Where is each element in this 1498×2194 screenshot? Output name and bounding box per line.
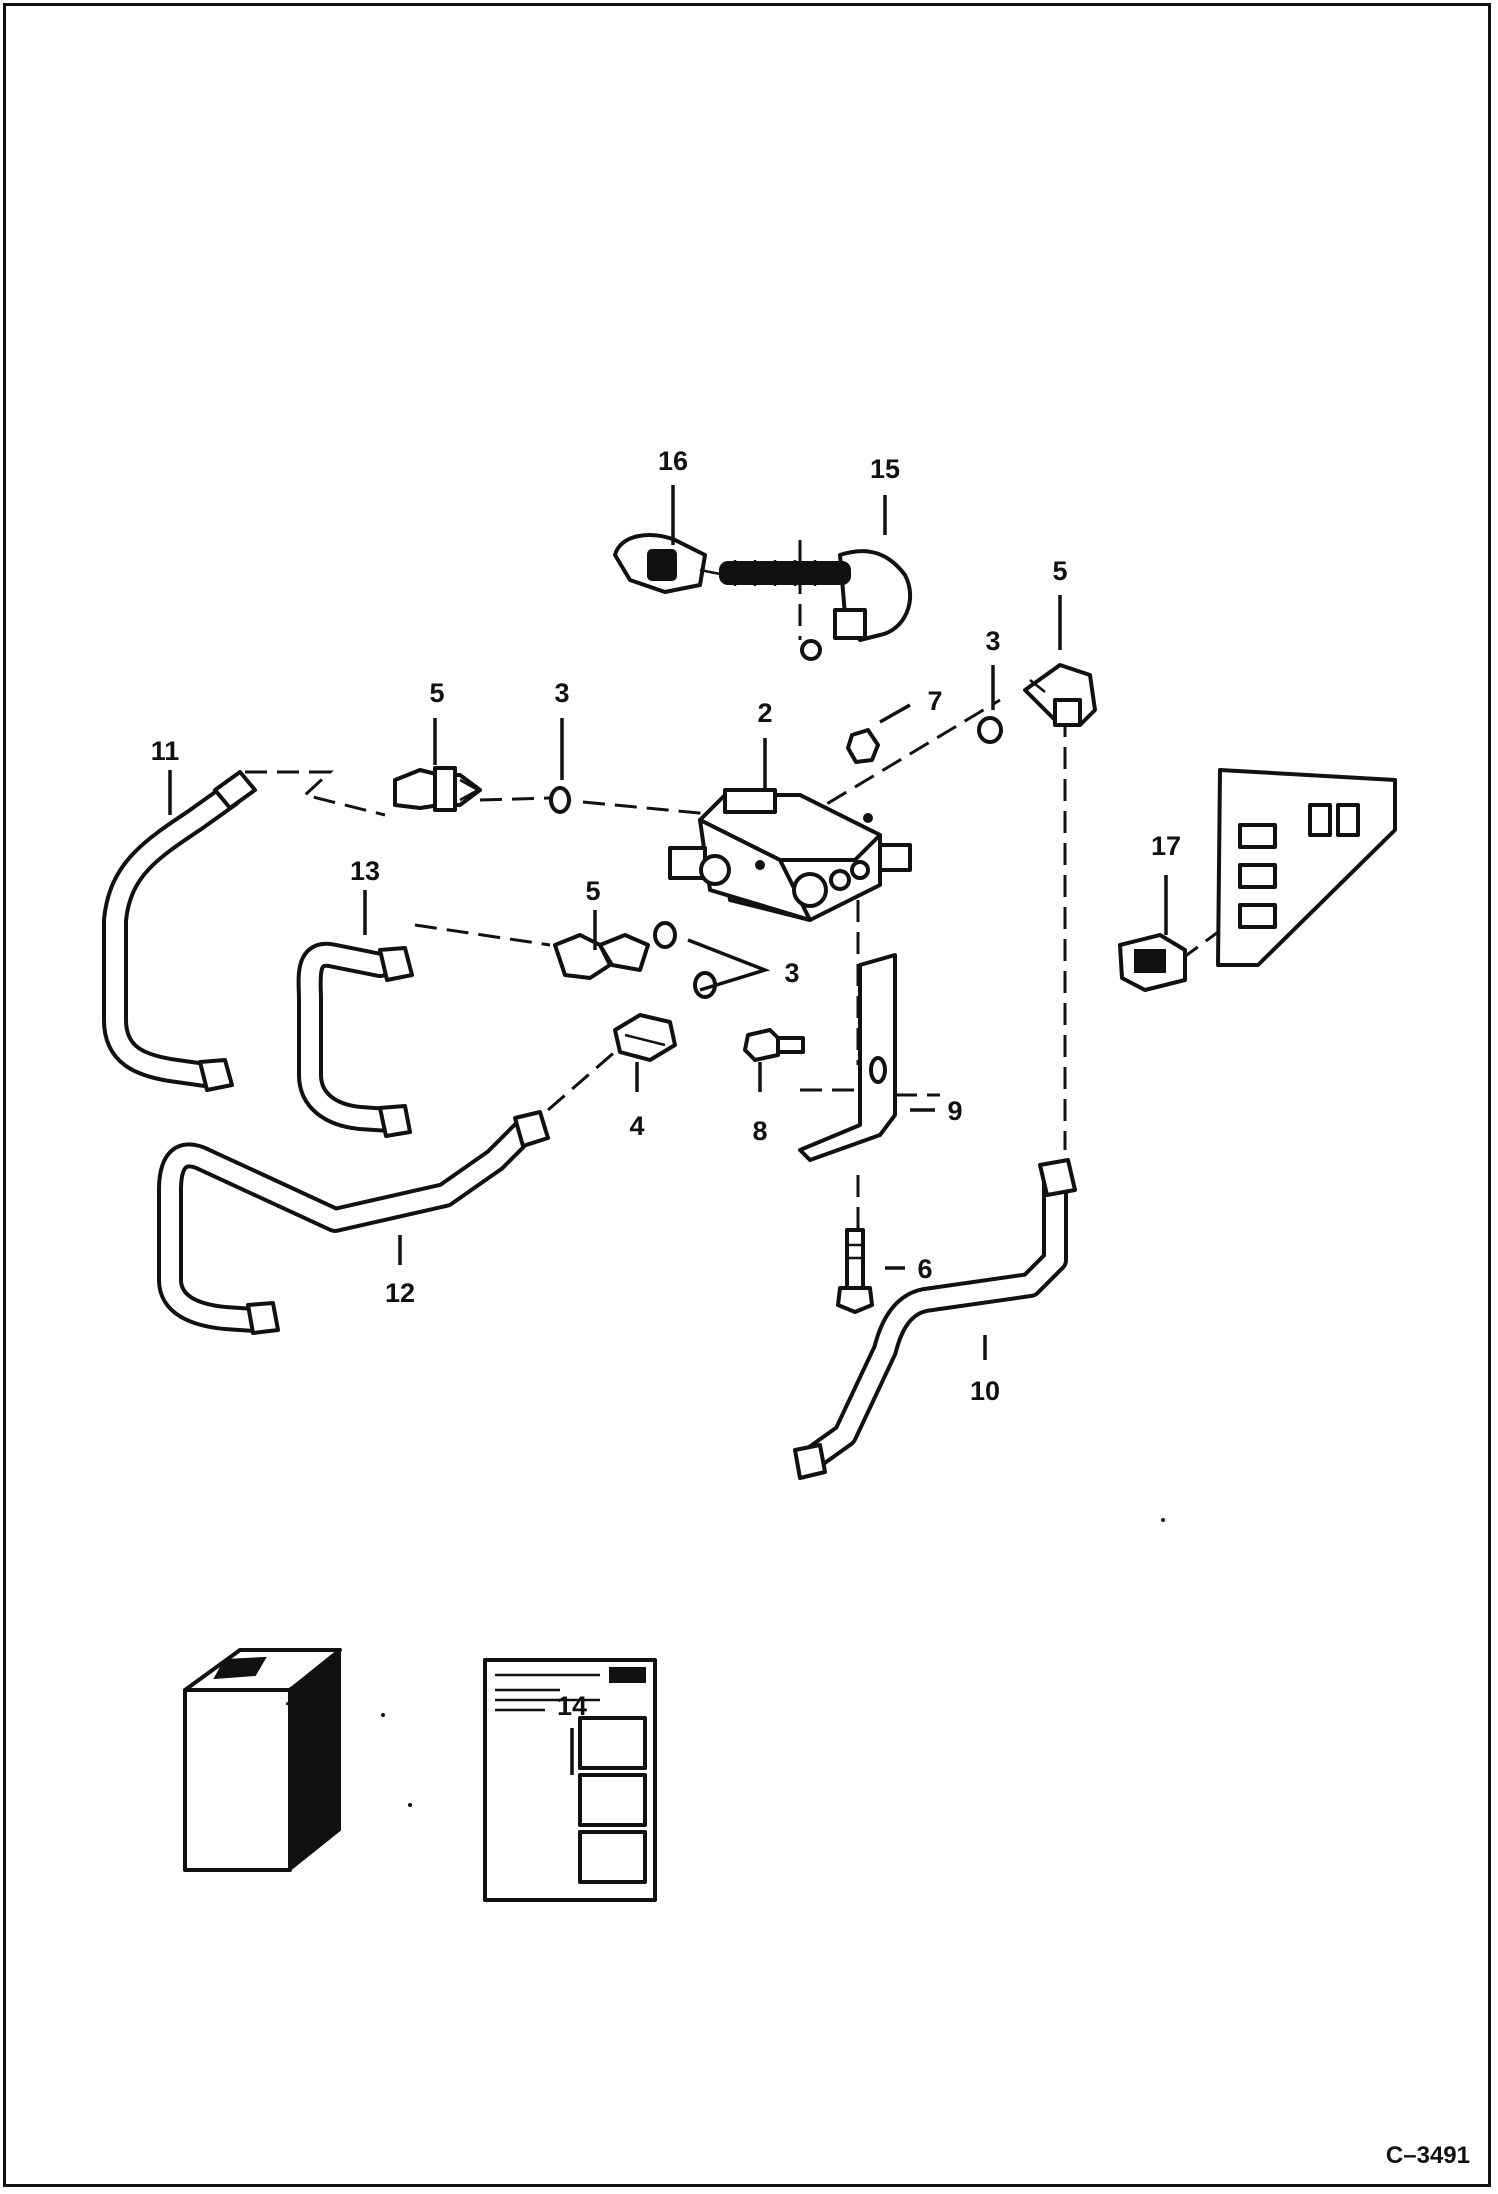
switch-panel <box>1216 768 1397 967</box>
solenoid-coil <box>719 549 913 661</box>
callout-9: 9 <box>947 1096 962 1126</box>
valve-body <box>668 788 912 922</box>
callout-15: 15 <box>870 454 900 484</box>
callout-10: 10 <box>970 1376 1000 1406</box>
callout-6: 6 <box>917 1254 932 1284</box>
callout-5-center: 5 <box>585 876 600 906</box>
rocker-switch <box>1118 933 1187 992</box>
callout-17: 17 <box>1151 831 1181 861</box>
tube-12 <box>157 1110 550 1335</box>
callout-leaders <box>168 485 1168 1775</box>
tube-nut <box>793 1443 827 1480</box>
wire-coil-ribs <box>733 560 817 586</box>
figure-reference: C–3491 <box>1386 2142 1470 2169</box>
mounting-bracket <box>798 953 897 1162</box>
tube-nut <box>213 770 257 810</box>
elbow-fitting-center <box>553 933 650 980</box>
callout-2: 2 <box>757 698 772 728</box>
tube-10 <box>793 1158 1077 1480</box>
callout-3-left: 3 <box>554 678 569 708</box>
tube-nut <box>513 1110 550 1148</box>
callout-1: 1 <box>284 1681 299 1711</box>
callout-5-right: 5 <box>1052 556 1067 586</box>
tube-nut <box>246 1301 280 1335</box>
page-border <box>3 3 1491 2187</box>
bolt-short <box>743 1028 805 1062</box>
straight-fitting <box>613 1013 677 1062</box>
tube-11 <box>102 770 257 1092</box>
callout-16: 16 <box>658 446 688 476</box>
callout-4: 4 <box>629 1111 644 1141</box>
tube-nut <box>1038 1158 1077 1197</box>
callout-12: 12 <box>385 1278 415 1308</box>
elbow-fitting-right <box>1023 663 1097 727</box>
instruction-sheet <box>483 1658 657 1902</box>
tube-nut <box>378 1104 412 1138</box>
tube-nut <box>378 946 414 982</box>
tube-nut <box>198 1058 234 1092</box>
callout-3-right: 3 <box>985 626 1000 656</box>
hex-nut <box>846 728 880 764</box>
tube-13 <box>296 941 414 1138</box>
callout-3-center: 3 <box>784 958 799 988</box>
callout-13: 13 <box>350 856 380 886</box>
connector-plug <box>613 533 726 594</box>
bolt-long <box>836 1228 874 1314</box>
elbow-fitting-upper-left <box>393 766 482 812</box>
callout-11: 11 <box>151 736 180 766</box>
kit-box <box>183 1647 342 1873</box>
callout-7: 7 <box>927 686 942 716</box>
callout-8: 8 <box>752 1116 767 1146</box>
callout-numbers: 16 15 5 3 7 5 3 2 11 13 5 17 3 4 8 9 12 … <box>151 446 1181 1721</box>
callout-14: 14 <box>557 1691 587 1721</box>
callout-5-upper-left: 5 <box>429 678 444 708</box>
